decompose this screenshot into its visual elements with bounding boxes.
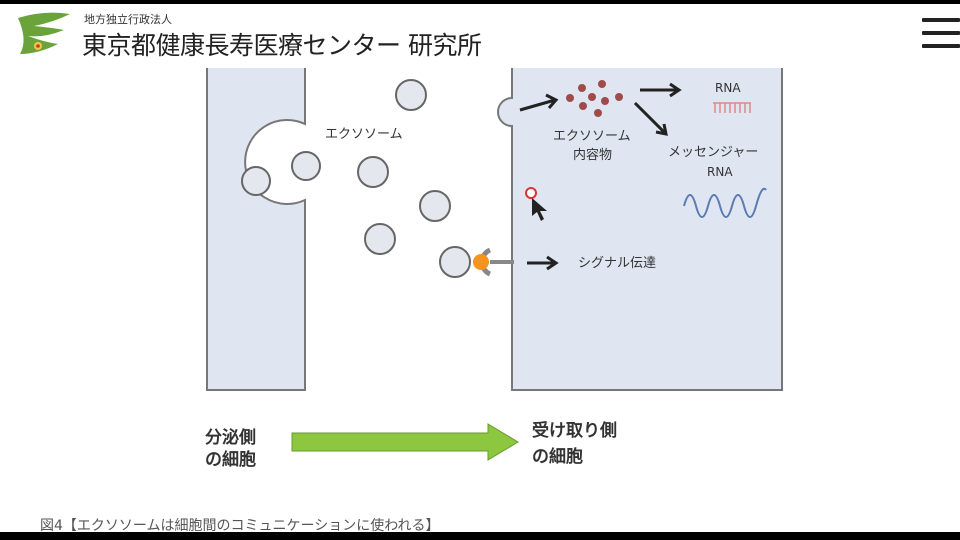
cursor-highlight bbox=[525, 187, 537, 199]
rna-label: RNA bbox=[715, 81, 741, 95]
receiving-label-2: の細胞 bbox=[532, 446, 583, 467]
arrows bbox=[519, 82, 682, 271]
rna-icon bbox=[713, 102, 751, 113]
secreting-label-2: の細胞 bbox=[205, 449, 256, 470]
secreting-label-1: 分泌側 bbox=[205, 427, 256, 448]
org-name: 東京都健康長寿医療センター 研究所 bbox=[82, 31, 482, 60]
figure-caption: 図4【エクソソームは細胞間のコミュニケーションに使われる】 bbox=[40, 518, 440, 534]
org-subtitle: 地方独立行政法人 bbox=[84, 13, 172, 26]
signal-molecule bbox=[473, 254, 489, 270]
bottom-letterbox bbox=[0, 532, 960, 540]
top-letterbox bbox=[0, 0, 960, 4]
exosomes bbox=[357, 79, 471, 278]
exosome bbox=[241, 166, 271, 196]
contents-label-2: 内容物 bbox=[573, 147, 612, 163]
receiving-label-1: 受け取り側 bbox=[532, 420, 617, 441]
contents-label-1: エクソソーム bbox=[553, 129, 631, 144]
green-arrow bbox=[291, 423, 519, 461]
signal-label: シグナル伝達 bbox=[578, 256, 656, 271]
secreting-cell bbox=[206, 68, 306, 391]
exosome bbox=[291, 151, 321, 181]
mrna-wave-icon bbox=[683, 187, 767, 218]
mouse-cursor-icon bbox=[532, 198, 547, 221]
exosome-label: エクソソーム bbox=[325, 127, 403, 142]
mrna-label-2: RNA bbox=[707, 165, 733, 179]
mrna-label-1: メッセンジャー bbox=[668, 145, 758, 160]
institute-logo bbox=[18, 12, 70, 55]
exosome-contents bbox=[566, 80, 623, 117]
hamburger-menu-icon[interactable] bbox=[922, 18, 960, 52]
receiving-cell bbox=[497, 68, 783, 391]
